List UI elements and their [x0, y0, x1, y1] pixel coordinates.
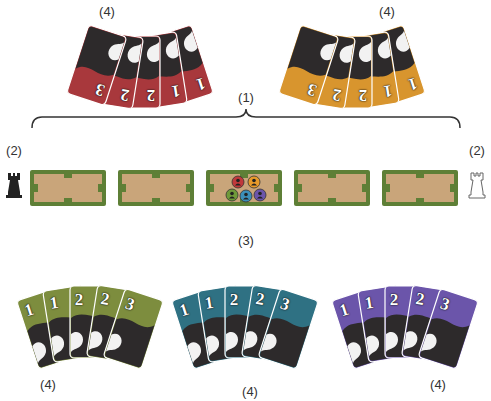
pawn: [254, 189, 266, 201]
card-shade: [76, 26, 126, 81]
callout-number: (2): [6, 144, 22, 157]
callout-number: (4): [379, 5, 395, 18]
rook-icon: [469, 173, 485, 198]
card-splash: [318, 39, 336, 62]
callout-number: (4): [242, 385, 258, 398]
card-face: [279, 25, 339, 106]
card-splash: [88, 331, 103, 353]
card-splash: [51, 335, 66, 357]
card-splash: [338, 42, 353, 64]
pawns: [226, 176, 266, 202]
pawn: [232, 176, 244, 188]
playing-card: [258, 288, 318, 369]
callout-number: (4): [40, 378, 56, 391]
card-splash: [32, 340, 50, 363]
playing-card: [103, 288, 163, 369]
card-number: 2: [390, 291, 399, 308]
playing-card: [67, 25, 127, 106]
card-splash: [347, 340, 365, 363]
playing-card: [418, 288, 478, 369]
card-splash: [376, 38, 391, 60]
card-number: 2: [254, 290, 265, 308]
card-splash: [359, 42, 371, 62]
callout-number: (3): [238, 234, 254, 247]
card-splash: [226, 332, 238, 352]
card-number: 2: [230, 291, 239, 308]
card-face: [418, 288, 478, 369]
card-hands: [17, 25, 479, 370]
card-splash: [106, 39, 124, 62]
card-face: [258, 288, 318, 369]
card-number: 1: [203, 294, 214, 312]
callout-number: (4): [99, 5, 115, 18]
rook-icon: [6, 173, 22, 198]
card-splash: [147, 42, 159, 62]
board-tiles: [30, 170, 458, 206]
board-tile: [118, 170, 194, 206]
card-shade: [104, 313, 154, 368]
card-splash: [126, 42, 141, 64]
bracket: [32, 109, 460, 128]
card-number: 2: [414, 290, 425, 308]
card-splash: [366, 335, 381, 357]
card-splash: [206, 335, 221, 357]
card-number: 1: [363, 294, 374, 312]
card-splash: [106, 332, 124, 355]
callout-number: (2): [469, 144, 485, 157]
card-number: 2: [359, 87, 368, 104]
card-shade: [288, 26, 338, 81]
card-number: 2: [99, 290, 110, 308]
card-splash: [386, 332, 398, 352]
card-shade: [259, 313, 309, 368]
card-splash: [393, 31, 411, 54]
card-face: [67, 25, 127, 106]
card-number: 2: [75, 291, 84, 308]
card-splash: [71, 332, 83, 352]
board-tile: [206, 170, 282, 206]
callout-number: (1): [238, 91, 254, 104]
playing-card: [279, 25, 339, 106]
card-splash: [243, 331, 258, 353]
card-splash: [164, 38, 179, 60]
card-face: [103, 288, 163, 369]
pawn: [226, 189, 238, 201]
card-number: 1: [48, 294, 59, 312]
card-shade: [419, 313, 469, 368]
card-splash: [261, 332, 279, 355]
card-splash: [421, 332, 439, 355]
card-number: 2: [147, 87, 156, 104]
card-splash: [403, 331, 418, 353]
board-tile: [382, 170, 458, 206]
board-tile: [30, 170, 106, 206]
pawn: [248, 176, 260, 188]
card-splash: [187, 340, 205, 363]
pawn: [240, 190, 252, 202]
board-tile: [294, 170, 370, 206]
callout-number: (4): [430, 378, 446, 391]
card-splash: [181, 31, 199, 54]
